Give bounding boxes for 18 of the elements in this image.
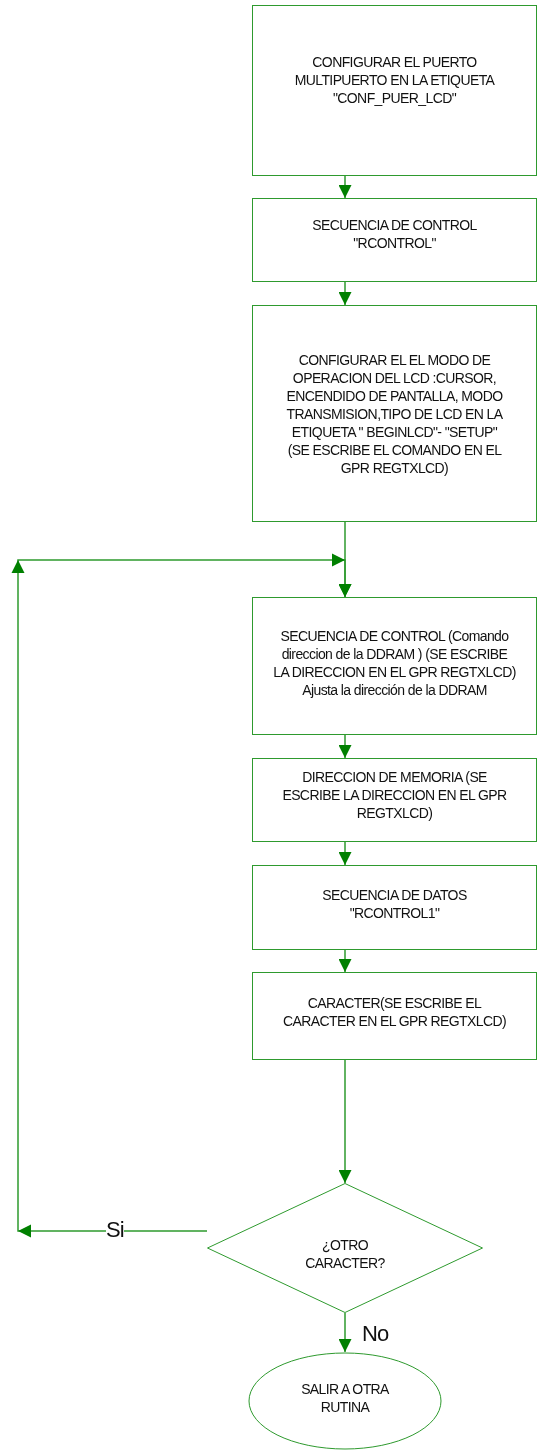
process-box — [252, 198, 537, 282]
node-label: CARACTER(SE ESCRIBE EL CARACTER EN EL GPR REGTXLCD) — [281, 994, 508, 1030]
node-label: SALIR A OTRA RUTINA — [300, 1380, 390, 1416]
node-label: CONFIGURAR EL PUERTO MULTIPUERTO EN LA ETIQUETA "CONF_PUER_LCD" — [293, 52, 496, 107]
node-label: DIRECCION DE MEMORIA (SE ESCRIBE LA DIRECCION EN EL GPR REGTXLCD) — [281, 768, 508, 822]
node-label: ¿OTRO CARACTER? — [304, 1236, 386, 1272]
terminal-ellipse — [248, 1352, 442, 1450]
process-box — [252, 5, 537, 176]
process-box — [252, 972, 537, 1060]
process-box — [252, 305, 537, 522]
process-box — [252, 865, 537, 950]
node-label: SECUENCIA DE CONTROL (Comando direccion de la DDRAM ) (SE ESCRIBE LA DIRECCION EN EL GPR REGTXLCD) Ajusta la dirección de la DDRAM — [273, 627, 516, 699]
node-label: CONFIGURAR EL EL MODO DE OPERACION DEL LCD :CURSOR, ENCENDIDO DE PANTALLA, MODO TRANSMISION,TIPO DE LCD EN LA ETIQUETA " BEGINLCD"- "SETUP" (SE ESCRIBE EL COMANDO EN EL GPR REGTXLCD) — [285, 350, 504, 477]
process-box — [252, 758, 537, 842]
node-label: SECUENCIA DE DATOS "RCONTROL1" — [321, 885, 468, 922]
decision-diamond — [207, 1183, 483, 1313]
node-label: SECUENCIA DE CONTROL "RCONTROL" — [311, 216, 478, 252]
process-box — [252, 597, 537, 735]
